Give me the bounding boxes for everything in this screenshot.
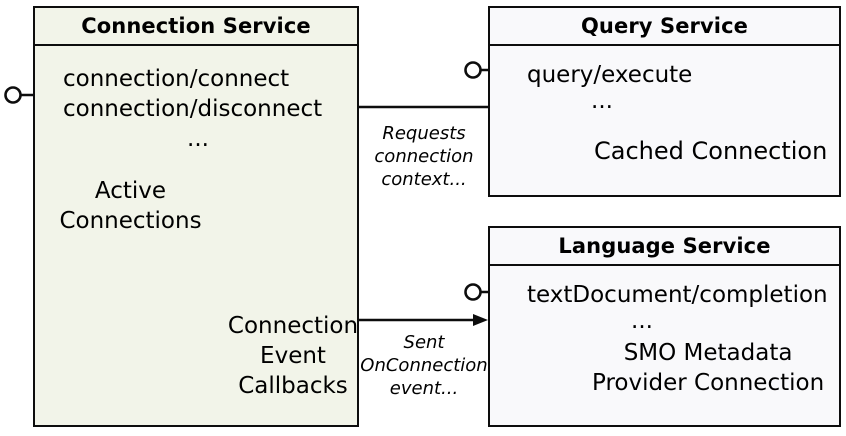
- connection-service-title: Connection Service: [35, 8, 357, 46]
- edge-lower-line2: OnConnection: [360, 355, 488, 376]
- active-connections-label-line2: Connections: [59, 208, 202, 234]
- language-service-title: Language Service: [490, 228, 839, 266]
- language-service-database-icon-slot: [536, 340, 580, 396]
- edge-connection-to-language: [340, 314, 488, 326]
- query-service-title: Query Service: [490, 8, 839, 46]
- query-service-endpoint-execute[interactable]: query/execute: [527, 62, 693, 88]
- edge-query-to-connection: [338, 101, 488, 113]
- edge-upper-line2: connection: [374, 146, 474, 167]
- language-service-component[interactable]: Language Service textDocument/completion…: [488, 226, 841, 427]
- callbacks-label-line1: Connection: [227, 313, 359, 339]
- callbacks-label-line3: Callbacks: [238, 373, 348, 399]
- language-service-endpoint-ellipsis: ...: [631, 308, 653, 334]
- language-service-db-label-line1: SMO Metadata: [623, 340, 793, 366]
- active-connections-label: Active Connections: [43, 176, 218, 236]
- edge-label-sent-onconnection-event: Sent OnConnection event...: [360, 331, 488, 400]
- query-service-component[interactable]: Query Service query/execute ... Cached C…: [488, 6, 841, 197]
- edge-upper-line3: context...: [381, 169, 467, 190]
- query-service-db-label: Cached Connection: [594, 137, 828, 165]
- language-service-provider-connection: SMO Metadata Provider Connection: [536, 338, 824, 398]
- query-service-endpoint-ellipsis: ...: [591, 88, 613, 114]
- connection-service-endpoint-list: connection/connect connection/disconnect: [63, 64, 322, 124]
- active-connections-label-line1: Active: [94, 178, 167, 204]
- edge-label-requests-connection-context: Requests connection context...: [362, 122, 486, 191]
- edge-lower-line1: Sent: [403, 332, 445, 353]
- connection-service-endpoint-connect[interactable]: connection/connect: [63, 66, 290, 92]
- connection-service-component[interactable]: Connection Service connection/connect co…: [33, 6, 359, 427]
- connection-service-endpoint-disconnect[interactable]: connection/disconnect: [63, 96, 323, 122]
- language-service-endpoint-completion[interactable]: textDocument/completion: [527, 282, 828, 308]
- callbacks-label-line2: Event: [260, 343, 326, 369]
- language-service-db-label-line2: Provider Connection: [592, 370, 825, 396]
- edge-upper-line1: Requests: [382, 123, 466, 144]
- query-service-database-icon-slot: [536, 124, 580, 178]
- query-service-cached-connection: Cached Connection: [536, 124, 827, 178]
- connection-event-callbacks-label: Connection Event Callbacks: [219, 311, 367, 401]
- language-service-db-label: SMO Metadata Provider Connection: [592, 338, 824, 398]
- connection-service-endpoint-ellipsis: ...: [187, 126, 209, 152]
- edge-lower-line3: event...: [389, 378, 459, 399]
